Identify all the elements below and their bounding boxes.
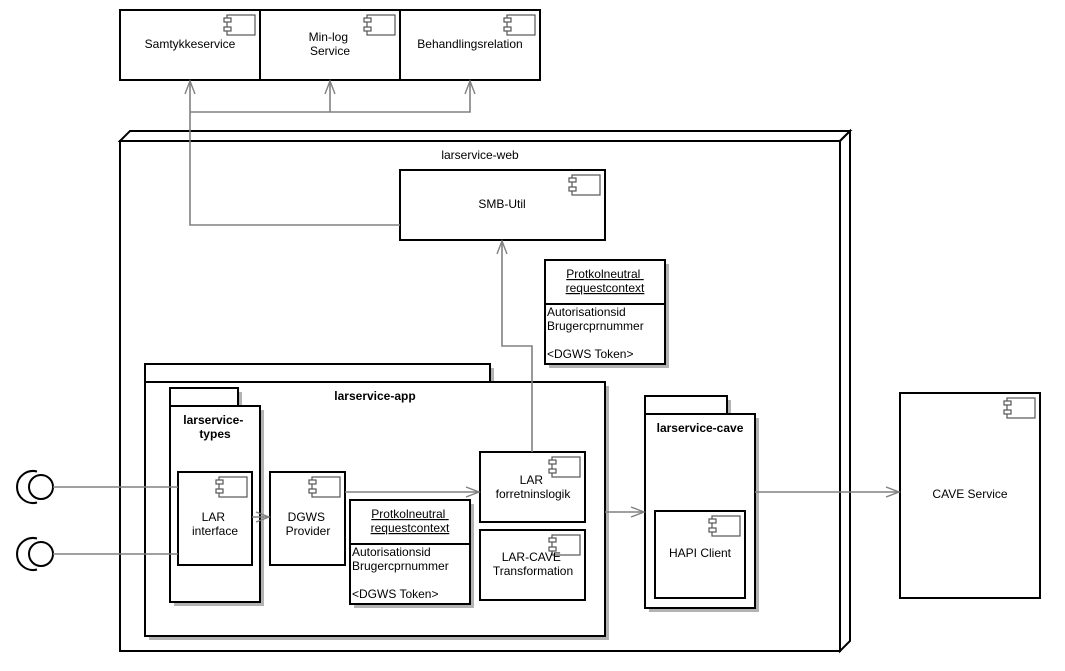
component-hapi-client: HAPI Client bbox=[654, 510, 746, 599]
service-label: Samtykkeservice bbox=[145, 37, 236, 51]
component-lar-forretninslogik: LAR forretninslogik bbox=[479, 451, 586, 523]
socket-icon bbox=[16, 537, 38, 571]
class-requestcontext-bottom: Protkolneutral requestcontext Autorisati… bbox=[349, 499, 474, 608]
component-icon bbox=[215, 476, 248, 498]
open-arrowhead bbox=[324, 79, 336, 95]
package-label: larservice-app bbox=[334, 389, 415, 403]
component-label: LAR-CAVE Transformation bbox=[493, 550, 573, 578]
component-icon bbox=[363, 14, 396, 36]
component-cave-service: CAVE Service bbox=[899, 392, 1041, 599]
component-icon bbox=[308, 476, 341, 498]
component-icon bbox=[503, 14, 536, 36]
open-arrowhead bbox=[464, 79, 476, 95]
package-tab bbox=[169, 387, 239, 407]
interface-lollipop-1 bbox=[16, 470, 54, 504]
dependency-smb-to-samtykke bbox=[189, 81, 400, 226]
class-attributes: Autorisationsid Brugercprnummer <DGWS To… bbox=[547, 305, 647, 361]
open-arrowhead bbox=[465, 486, 481, 498]
component-lar-interface: LAR interface bbox=[177, 471, 253, 566]
component-icon bbox=[568, 174, 601, 196]
dependency-smb-to-behandlingsrelation bbox=[190, 81, 471, 113]
interface-lollipop-icon bbox=[28, 474, 54, 500]
open-arrowhead bbox=[184, 79, 196, 95]
node-side-face bbox=[839, 128, 851, 654]
open-arrowhead bbox=[496, 239, 508, 255]
open-arrowhead bbox=[630, 506, 646, 518]
package-label: larservice-cave bbox=[657, 421, 744, 435]
component-label: LAR interface bbox=[192, 510, 238, 538]
service-label: Behandlingsrelation bbox=[417, 37, 522, 51]
class-title: Protkolneutral requestcontext bbox=[566, 267, 645, 295]
class-attributes: Autorisationsid Brugercprnummer <DGWS To… bbox=[352, 545, 452, 601]
component-icon bbox=[548, 456, 581, 478]
package-label: larservice- types bbox=[183, 413, 246, 441]
component-label: SMB-Util bbox=[478, 197, 525, 211]
package-tab bbox=[644, 395, 728, 415]
component-lar-cave-transformation: LAR-CAVE Transformation bbox=[479, 529, 586, 601]
node-label: larservice-web bbox=[441, 148, 519, 162]
package-tab bbox=[144, 363, 491, 383]
open-arrowhead bbox=[255, 511, 271, 523]
component-label: HAPI Client bbox=[669, 546, 732, 560]
node-top-face bbox=[117, 130, 853, 142]
component-icon bbox=[548, 534, 581, 556]
component-icon bbox=[708, 515, 741, 537]
interface-lollipop-icon bbox=[28, 541, 54, 567]
service-label: Min-log Service bbox=[309, 30, 352, 58]
open-arrowhead bbox=[885, 486, 901, 498]
class-title: Protkolneutral requestcontext bbox=[371, 507, 450, 535]
component-label: DGWS Provider bbox=[286, 510, 331, 538]
socket-icon bbox=[16, 470, 38, 504]
external-service-samtykkeservice: Samtykkeservice bbox=[119, 9, 261, 81]
external-service-behandlingsrelation: Behandlingsrelation bbox=[399, 9, 541, 81]
component-label: LAR forretninslogik bbox=[496, 473, 572, 501]
connectors bbox=[53, 79, 901, 555]
component-dgws-provider: DGWS Provider bbox=[269, 471, 346, 566]
component-icon bbox=[223, 14, 256, 36]
component-icon bbox=[1003, 397, 1036, 419]
interface-lollipop-2 bbox=[16, 537, 54, 571]
class-requestcontext-top: Protkolneutral requestcontext Autorisati… bbox=[544, 259, 669, 368]
component-label: CAVE Service bbox=[932, 487, 1007, 501]
external-service-min-log: Min-log Service bbox=[259, 9, 401, 81]
component-smb-util: SMB-Util bbox=[399, 169, 606, 241]
dependency-logic-to-smb-util bbox=[501, 241, 533, 452]
